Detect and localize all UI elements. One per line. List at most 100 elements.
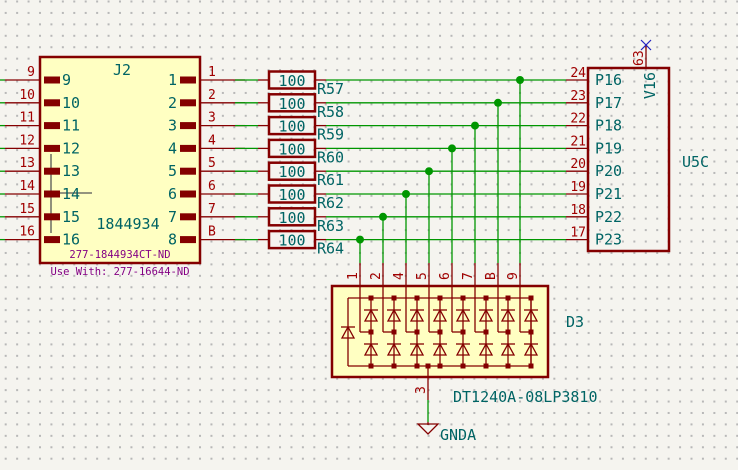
pin-pad bbox=[180, 99, 196, 107]
pin-pad bbox=[44, 144, 60, 152]
diode-icon bbox=[386, 342, 402, 356]
junction bbox=[494, 98, 502, 107]
resistor-value: 100 bbox=[278, 72, 305, 90]
j2-pin-number: 4 bbox=[208, 133, 216, 148]
j2-pin-name: 8 bbox=[168, 231, 177, 249]
u5c-pin-name: P19 bbox=[595, 139, 622, 157]
u5c-pin-number: 17 bbox=[570, 226, 586, 241]
junction bbox=[483, 363, 489, 369]
resistor-value: 100 bbox=[278, 186, 305, 204]
d3-reference: D3 bbox=[566, 313, 584, 331]
resistor-reference: R57 bbox=[317, 80, 344, 98]
j2-note: Use With: 277-16644-ND bbox=[50, 266, 189, 278]
d3-pin-number: 1 bbox=[346, 272, 361, 280]
u5c-pin-name: P16 bbox=[595, 71, 622, 89]
j2-pin-name: 6 bbox=[168, 185, 177, 203]
junction bbox=[368, 363, 374, 369]
junction bbox=[483, 295, 489, 301]
j2-pin-name: 3 bbox=[168, 117, 177, 135]
junction bbox=[448, 144, 456, 153]
junction bbox=[437, 295, 443, 301]
d3-value: DT1240A-08LP3810 bbox=[453, 388, 598, 406]
u5c-pin-name: P21 bbox=[595, 185, 622, 203]
pin-pad bbox=[180, 236, 196, 244]
pin-pad bbox=[180, 190, 196, 198]
u5c-reference: U5C bbox=[682, 153, 709, 171]
u5c-pin-name: P20 bbox=[595, 162, 622, 180]
u5c-pin-name: P17 bbox=[595, 94, 622, 112]
junction bbox=[528, 363, 534, 369]
pin-pad bbox=[44, 76, 60, 84]
resistor-value: 100 bbox=[278, 95, 305, 113]
diode-icon bbox=[500, 342, 516, 356]
j2-pin-number: 16 bbox=[19, 225, 35, 240]
j2-pin-number: 7 bbox=[208, 202, 216, 217]
j2-pin-name: 4 bbox=[168, 139, 177, 157]
j2-pin-number: B bbox=[208, 225, 216, 240]
junction bbox=[356, 235, 364, 244]
resistor-reference: R58 bbox=[317, 103, 344, 121]
resistor-reference: R63 bbox=[317, 217, 344, 235]
d3-pin-number: 2 bbox=[369, 272, 384, 280]
junction bbox=[414, 363, 420, 369]
u5c-power-pin-number: 63 bbox=[632, 50, 647, 66]
connector-j2[interactable]: J2 1844934 277-1844934CT-ND Use With: 27… bbox=[0, 55, 235, 278]
j2-pin-name: 16 bbox=[62, 231, 80, 249]
j2-footprint: 277-1844934CT-ND bbox=[69, 249, 170, 261]
j2-pin-number: 5 bbox=[208, 156, 216, 171]
junction bbox=[505, 295, 511, 301]
resistor-value: 100 bbox=[278, 232, 305, 250]
j2-pin-number: 14 bbox=[19, 179, 35, 194]
pin-pad bbox=[180, 144, 196, 152]
junction bbox=[516, 76, 524, 84]
no-connect-icon bbox=[640, 39, 652, 51]
junction bbox=[471, 121, 479, 130]
gnda-power-symbol[interactable]: GNDA bbox=[416, 422, 476, 444]
junction bbox=[402, 190, 410, 198]
j2-pin-name: 2 bbox=[168, 94, 177, 112]
resistor-reference: R59 bbox=[317, 126, 344, 144]
diode-icon bbox=[455, 342, 471, 356]
u5c-pin-number: 19 bbox=[570, 180, 586, 195]
j2-value: 1844934 bbox=[96, 215, 159, 233]
junction bbox=[379, 212, 387, 221]
u5c-pin-number: 23 bbox=[570, 89, 586, 104]
diode-icon bbox=[523, 308, 539, 322]
diode-icon bbox=[409, 308, 425, 322]
j2-reference: J2 bbox=[113, 61, 131, 79]
u5c-body[interactable] bbox=[586, 66, 671, 253]
diode-icon bbox=[523, 342, 539, 356]
j2-pin-name: 1 bbox=[168, 71, 177, 89]
j2-pin-name: 11 bbox=[62, 117, 80, 135]
nets bbox=[235, 76, 566, 263]
j2-pin-name: 9 bbox=[62, 71, 71, 89]
d3-pin-number: 5 bbox=[415, 272, 430, 280]
pin-pad bbox=[44, 122, 60, 130]
diode-icon bbox=[478, 308, 494, 322]
diode-icon bbox=[363, 342, 379, 356]
junction bbox=[528, 295, 534, 301]
pin-pad bbox=[180, 76, 196, 84]
resistor-value: 100 bbox=[278, 140, 305, 158]
d3-pin-number: 7 bbox=[461, 272, 476, 280]
pin-pad bbox=[44, 236, 60, 244]
j2-body[interactable] bbox=[38, 55, 202, 265]
ground-icon bbox=[416, 423, 440, 435]
diode-icon bbox=[500, 308, 516, 322]
j2-pin-name: 7 bbox=[168, 208, 177, 226]
resistor-reference: R64 bbox=[317, 240, 344, 258]
junction bbox=[368, 295, 374, 301]
pin-pad bbox=[44, 190, 60, 198]
junction bbox=[414, 295, 420, 301]
d3-ground-pin-number: 3 bbox=[414, 386, 429, 394]
j2-pin-number: 13 bbox=[19, 156, 35, 171]
diode-icon bbox=[478, 342, 494, 356]
resistor-value: 100 bbox=[278, 209, 305, 227]
gnda-label: GNDA bbox=[440, 426, 476, 444]
j2-pin-number: 15 bbox=[19, 202, 35, 217]
pin-pad bbox=[180, 213, 196, 221]
